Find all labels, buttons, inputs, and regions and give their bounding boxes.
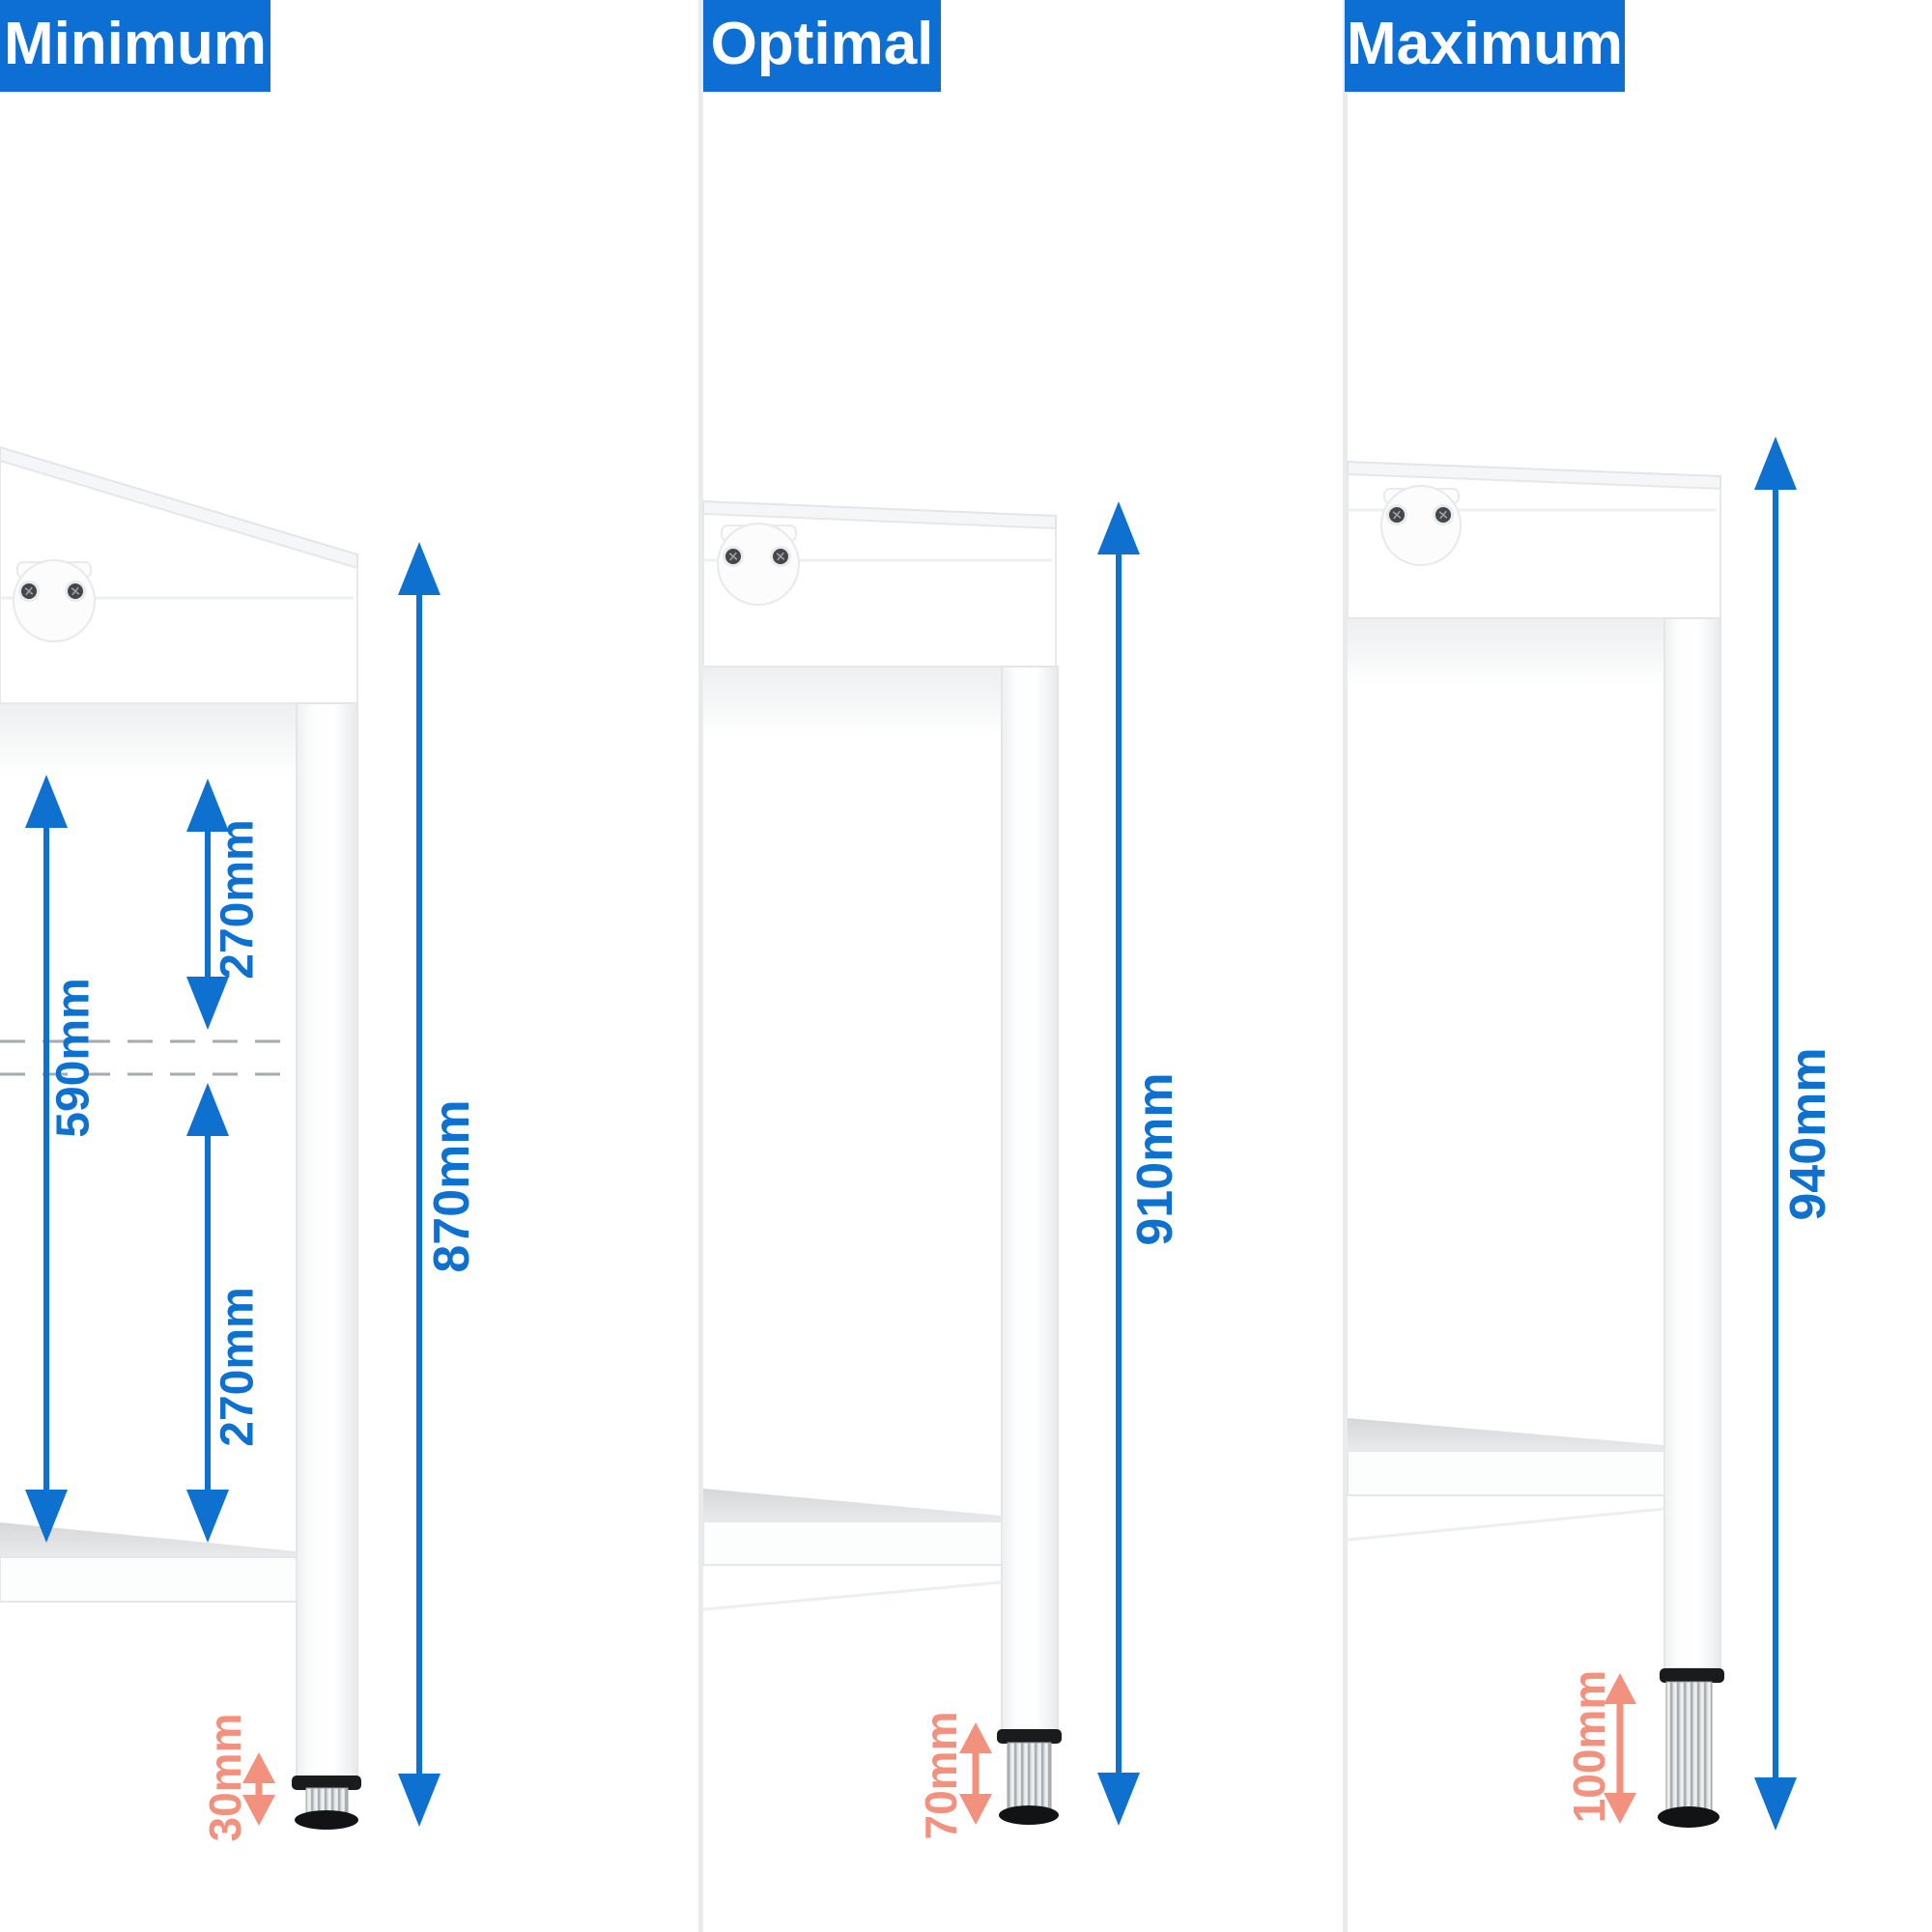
dimension-label-foot-adjust: 100mm [1564, 1669, 1614, 1824]
arrow-up-icon [398, 542, 440, 595]
arrow-down-icon [186, 1490, 229, 1543]
under-shelf [0, 1556, 298, 1603]
table-leg [1001, 666, 1059, 1732]
table-leg [296, 702, 358, 1778]
arrow-down-icon [1754, 1777, 1797, 1831]
table-leg [1663, 617, 1721, 1669]
stretcher [1347, 1450, 1665, 1496]
foot-base [1658, 1806, 1719, 1828]
wall-bracket [1380, 485, 1462, 566]
screw-icon [64, 580, 87, 603]
arrow-down-icon [959, 1794, 992, 1825]
stretcher-top [703, 1489, 1002, 1523]
arrow-up-icon [242, 1752, 275, 1783]
column-header-minimum: Minimum [0, 0, 270, 92]
dimensions-minimum [0, 542, 440, 1827]
screw-icon [722, 545, 745, 568]
column-header-optimal: Optimal [703, 0, 941, 92]
under-shelf-top [0, 1522, 297, 1559]
arrow-up-icon [186, 1083, 229, 1136]
arrow-up-icon [1754, 437, 1797, 490]
screw-icon [1385, 503, 1408, 526]
foot-base [295, 1810, 358, 1830]
dimension-label-lower-gap: 270mm [212, 1287, 264, 1447]
dimensions-maximum [1604, 437, 1797, 1831]
table-minimum [0, 445, 361, 1830]
foot-collar [997, 1729, 1062, 1744]
arrow-up-icon [1604, 1673, 1636, 1704]
arrow-down-icon [398, 1774, 440, 1827]
adjustable-foot [1007, 1742, 1052, 1815]
arrow-down-icon [1604, 1793, 1636, 1824]
dimension-label-upper-gap: 270mm [212, 819, 264, 980]
arrow-up-icon [1097, 501, 1140, 554]
column-header-maximum: Maximum [1345, 0, 1625, 92]
panel-divider [698, 0, 703, 1932]
arrow-up-icon [959, 1722, 992, 1753]
arrow-down-icon [1097, 1773, 1140, 1826]
panel-divider [1343, 0, 1348, 1932]
adjustable-foot [1665, 1681, 1713, 1817]
arrow-down-icon [25, 1490, 68, 1543]
table-optimal [702, 499, 1062, 1825]
foot-base [999, 1805, 1059, 1825]
screw-icon [1432, 503, 1455, 526]
dimension-label-foot-adjust: 70mm [916, 1711, 966, 1840]
screw-icon [17, 580, 41, 603]
dimension-label-opening: 590mm [47, 978, 99, 1138]
foot-collar [1660, 1668, 1724, 1683]
dimensions-optimal [959, 501, 1140, 1826]
stretcher [702, 1520, 1003, 1566]
table-maximum [1347, 460, 1724, 1828]
dimension-label-total-height: 870mm [424, 1099, 480, 1273]
arrow-up-icon [25, 775, 68, 828]
dimension-label-total-height: 910mm [1127, 1072, 1183, 1246]
arrow-down-icon [186, 977, 229, 1030]
dimension-label-foot-adjust: 30mm [200, 1713, 250, 1842]
screw-icon [769, 545, 792, 568]
wall-bracket [13, 559, 96, 642]
wall-bracket [717, 523, 800, 606]
arrow-up-icon [186, 779, 229, 832]
foot-collar [292, 1776, 361, 1790]
stretcher-top [1348, 1418, 1664, 1453]
dimension-label-total-height: 940mm [1780, 1047, 1836, 1221]
arrow-down-icon [242, 1795, 275, 1826]
